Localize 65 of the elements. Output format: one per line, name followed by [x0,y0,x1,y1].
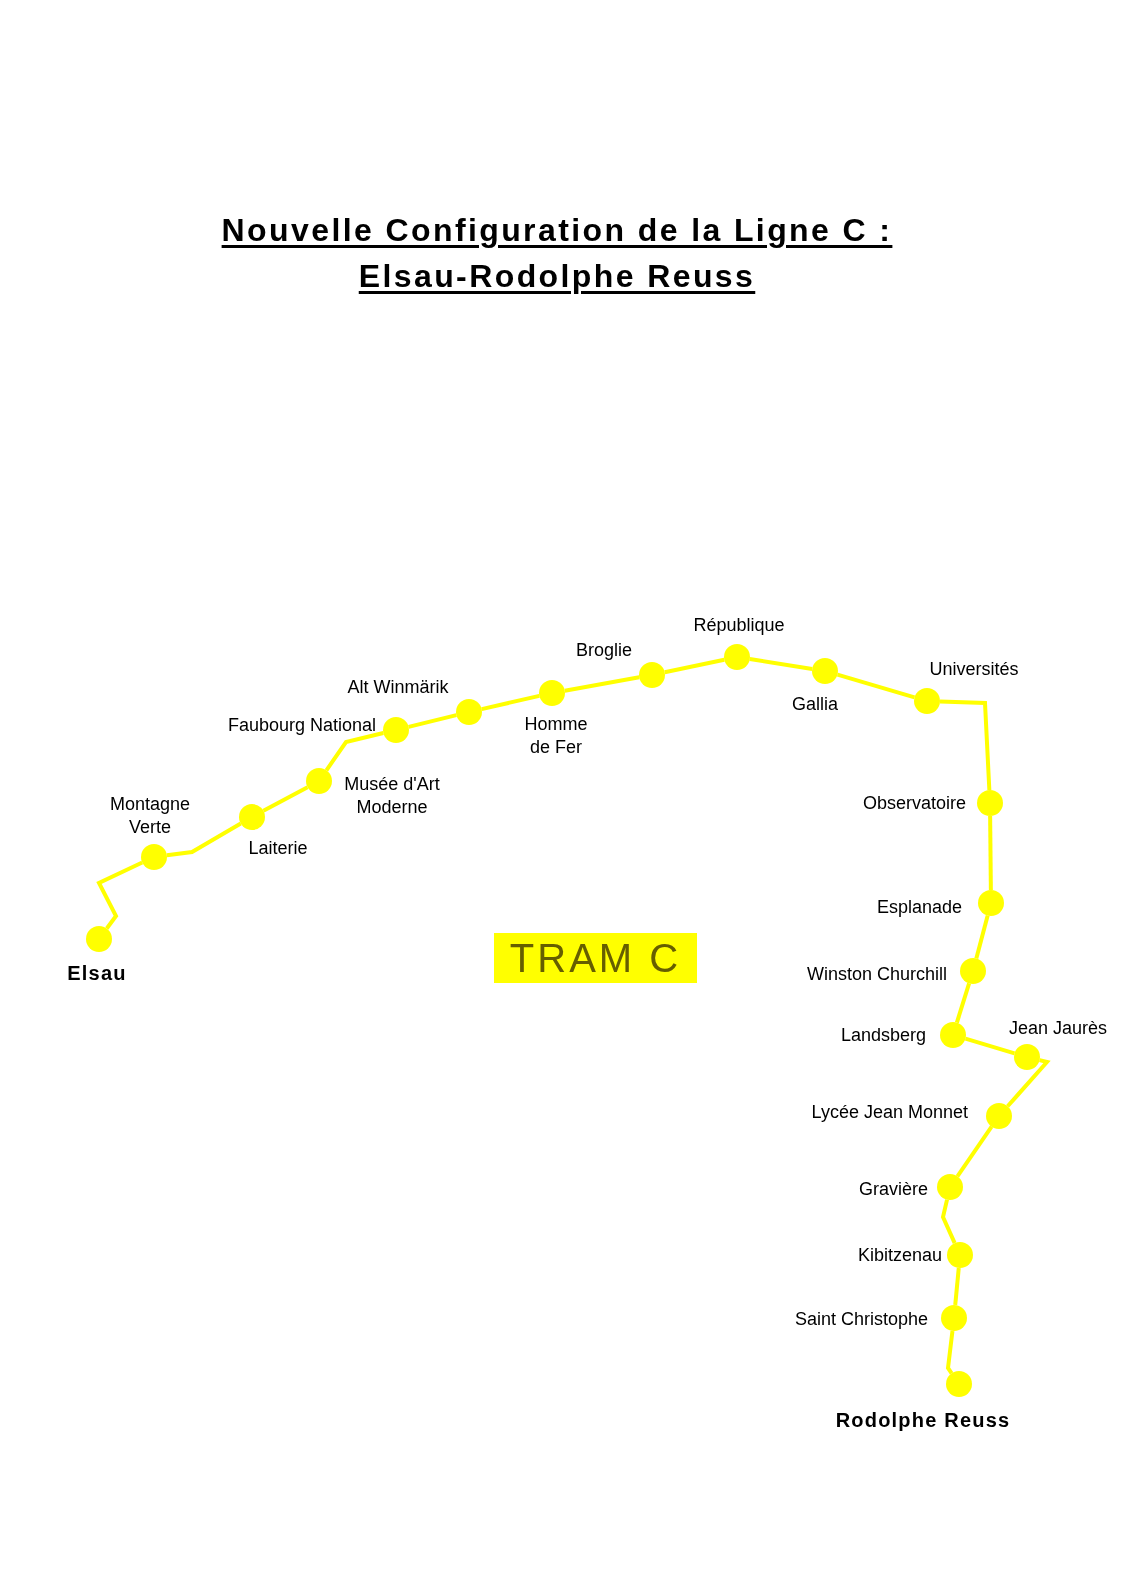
station-name: Kibitzenau [857,1243,942,1267]
station-name: Lycée Jean Monnet [811,1100,968,1124]
station-name: Musée d'Art Moderne [343,773,441,819]
station-dot [914,688,940,714]
station-dot [383,717,409,743]
station-name: Montagne Verte [108,793,192,839]
station-name: Jean Jaurès [1008,1016,1108,1040]
track-line [940,1199,957,1244]
track-line [749,657,813,671]
station-dot [456,699,482,725]
tram-line-sign [494,933,697,983]
station-dot [937,1174,963,1200]
station-dot [724,644,750,670]
station-dot [1014,1044,1040,1070]
station-name: Esplanade [876,895,962,919]
station-dot [639,662,665,688]
station-name: Gallia [792,692,838,716]
station-dot [947,1242,973,1268]
station-name: Winston Churchill [806,962,947,986]
track-line [564,675,640,693]
station-dot [978,890,1004,916]
track-line [953,1267,961,1306]
station-name: Alt Winmärik [347,675,449,699]
track-line [939,699,992,791]
track-line [324,731,384,772]
station-name: République [693,613,785,637]
title: Nouvelle Configuration de la Ligne C : Elsau-Rodolphe Reuss [220,211,894,296]
track-line [954,982,972,1024]
terminus-name: Rodolphe Reuss [835,1408,1011,1432]
track-line [408,713,457,729]
station-dot [941,1305,967,1331]
station-name: Universités [929,657,1019,681]
track-line [988,815,993,891]
station-name: Landsberg [840,1023,926,1047]
station-dot [977,790,1003,816]
terminus-name: Elsau [67,961,127,985]
track-line [955,1125,994,1178]
track-line [964,1036,1016,1056]
station-dot [86,926,112,952]
track-line [481,693,540,712]
station-name: Broglie [576,638,632,662]
station-dot [141,844,167,870]
station-dot [539,680,565,706]
track-line [1006,1058,1051,1108]
station-dot [960,958,986,984]
track-line [836,672,916,700]
station-dot [940,1022,966,1048]
track-line [945,1330,955,1375]
station-dot [239,804,265,830]
track-line [664,657,725,675]
track-line [974,915,990,959]
track-line [262,785,309,813]
station-dot [306,768,332,794]
track-line [166,821,242,858]
line-name: TRAM C [509,937,682,979]
station-name: Gravière [858,1177,928,1201]
station-name: Faubourg National [227,713,376,737]
station-name: Saint Christophe [794,1307,928,1331]
station-dot [812,658,838,684]
track-line [96,860,144,930]
station-dot [946,1371,972,1397]
station-name: Laiterie [248,836,308,860]
station-name: Homme de Fer [523,713,589,759]
station-name: Observatoire [862,791,966,815]
station-dot [986,1103,1012,1129]
